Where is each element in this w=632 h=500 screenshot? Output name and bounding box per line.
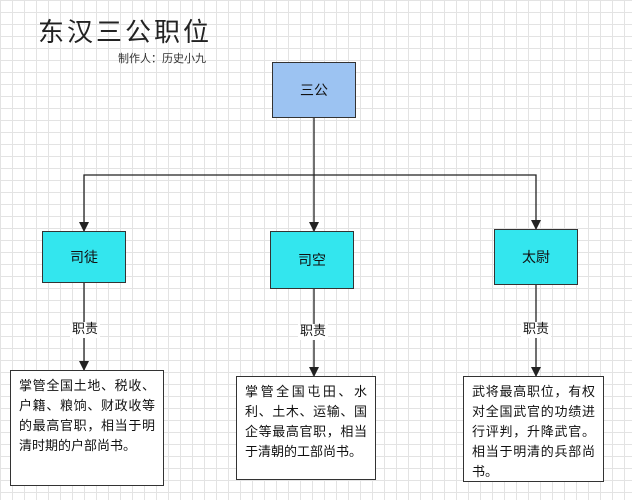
node-sikong[interactable]: 司空 (270, 231, 354, 289)
right-branch-edge (314, 174, 541, 230)
root-node-sangong[interactable]: 三公 (272, 62, 356, 118)
root-node-label: 三公 (300, 83, 328, 99)
node-sikong-label: 司空 (298, 253, 326, 269)
node-taiwei[interactable]: 太尉 (494, 229, 578, 285)
left-branch-edge (79, 174, 314, 232)
duty-box-situ: 掌管全国土地、税收、户籍、粮饷、财政收等的最高官职，相当于明清时期的户部尚书。 (10, 370, 164, 486)
node-situ[interactable]: 司徒 (42, 231, 126, 283)
diagram-title: 东汉三公职位 (38, 18, 213, 48)
edge-label-sikong: 职责 (298, 324, 329, 340)
maker-credit: 制作人：历史小九 (118, 52, 206, 65)
node-taiwei-label: 太尉 (522, 250, 550, 266)
duty-box-taiwei: 武将最高职位，有权对全国武官的功绩进行评判，升降武官。相当于明清的兵部尚书。 (463, 376, 604, 482)
duty-box-sikong: 掌管全国屯田、水利、土木、运输、国企等最高官职，相当于清朝的工部尚书。 (236, 376, 376, 480)
edge-label-situ: 职责 (70, 322, 101, 338)
node-situ-label: 司徒 (70, 250, 98, 266)
edge-label-taiwei: 职责 (521, 322, 552, 338)
